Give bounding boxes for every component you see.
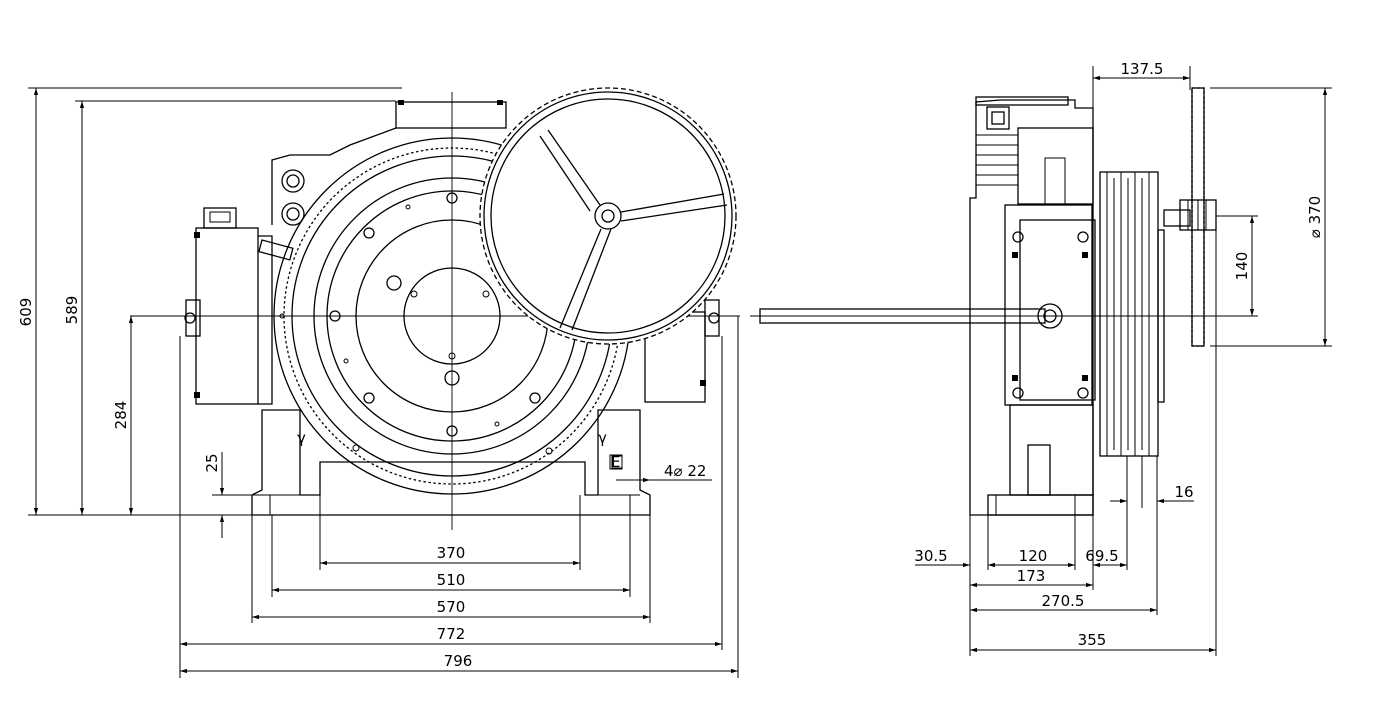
stamp-mark: E [611,453,620,471]
front-view: γ γ E 609 589 284 25 [17,87,740,678]
top-block [395,101,507,129]
dim-370: 370 [437,544,466,562]
dim-137-5: 137.5 [1121,60,1164,78]
traction-sheave [1099,171,1165,457]
dim-510: 510 [437,571,466,589]
side-dims [915,66,1332,656]
dim-dia-370: ⌀ 370 [1306,196,1324,238]
vertical-dims [28,87,402,538]
dim-173: 173 [1017,567,1046,585]
dim-69-5: 69.5 [1085,547,1118,565]
horizontal-dims [179,316,739,678]
svg-text:γ: γ [598,429,607,447]
dim-355: 355 [1078,631,1107,649]
dim-772: 772 [437,625,466,643]
dim-140: 140 [1233,252,1251,281]
dim-120: 120 [1019,547,1048,565]
dim-609: 609 [17,298,35,327]
base [251,409,651,516]
left-brake [184,207,294,405]
side-view: 137.5 ⌀ 370 140 16 30.5 120 69.5 173 270… [750,60,1332,656]
dim-30-5: 30.5 [914,547,947,565]
handwheel-side [1163,87,1217,347]
dim-holes: 4⌀ 22 [664,462,706,480]
handwheel [479,87,737,345]
dim-16: 16 [1174,483,1193,501]
svg-text:γ: γ [297,429,306,447]
dim-570: 570 [437,598,466,616]
dim-796: 796 [444,652,473,670]
dim-589: 589 [63,296,81,325]
dim-270-5: 270.5 [1042,592,1085,610]
shaft [759,308,1046,324]
dim-284: 284 [112,401,130,430]
dim-25: 25 [203,453,221,472]
